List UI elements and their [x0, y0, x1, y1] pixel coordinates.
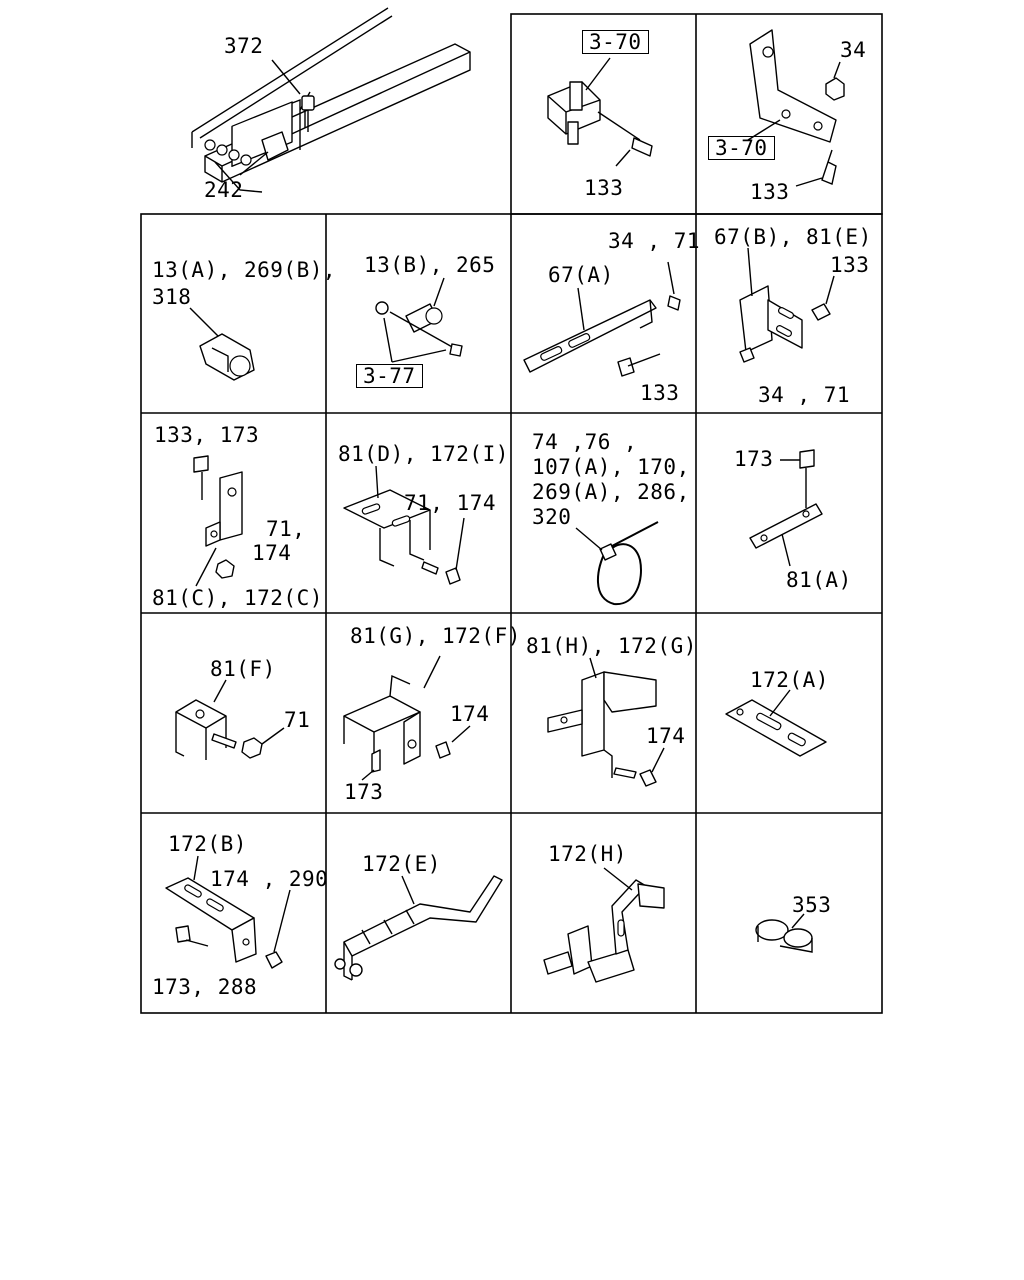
strap-bracket-drawing: [523, 261, 681, 377]
part-label: 81(F): [210, 657, 276, 681]
clamp-ring-drawing: [755, 913, 813, 953]
part-label: 133: [750, 180, 790, 204]
l-bracket-drawing: [739, 247, 835, 363]
part-label: 74 ,76 ,: [532, 430, 638, 454]
part-label: 13(A), 269(B),: [152, 258, 337, 282]
part-label: 81(G), 172(F): [350, 624, 521, 648]
part-label: 172(H): [548, 842, 627, 866]
part-label: 173: [344, 780, 384, 804]
part-label: 174: [252, 541, 292, 565]
part-label: 13(B), 265: [364, 253, 496, 277]
part-label: 242: [204, 178, 244, 202]
part-label: 318: [152, 285, 192, 309]
part-label: 71,: [266, 517, 306, 541]
channel-bracket-drawing: [343, 465, 465, 585]
part-label: 172(B): [168, 832, 247, 856]
part-label: 81(H), 172(G): [526, 634, 697, 658]
clip-with-nut-drawing: [375, 277, 463, 363]
part-label: 174: [450, 702, 490, 726]
bracket-drawing: [747, 29, 845, 187]
long-bracket-drawing: [334, 875, 503, 981]
part-ref-box: 3-70: [582, 30, 649, 54]
part-label: 353: [792, 893, 832, 917]
part-label: 133: [830, 253, 870, 277]
slotted-plate-drawing: [725, 689, 827, 757]
cable-tie-drawing: [575, 521, 659, 606]
offset-bracket-drawing: [165, 855, 291, 969]
part-label: 269(A), 286,: [532, 480, 690, 504]
part-label: 172(A): [750, 668, 829, 692]
part-label: 133: [640, 381, 680, 405]
u-bracket-drawing: [175, 679, 285, 760]
part-label: 173, 288: [152, 975, 258, 999]
z-bracket-drawing: [547, 657, 665, 787]
grid: [140, 13, 883, 1014]
angle-bracket-drawing: [193, 455, 243, 587]
part-label: 34: [840, 38, 867, 62]
part-label: 372: [224, 34, 264, 58]
part-label: 174: [646, 724, 686, 748]
part-label: 174 , 290: [210, 867, 329, 891]
part-label: 34 , 71: [608, 229, 701, 253]
formed-bracket-drawing: [343, 655, 471, 781]
part-label: 81(A): [786, 568, 852, 592]
part-label: 107(A), 170,: [532, 455, 690, 479]
part-ref-box: 3-77: [356, 364, 423, 388]
part-label: 81(D), 172(I): [338, 442, 509, 466]
part-label: 133, 173: [154, 423, 260, 447]
stepped-bracket-drawing: [543, 867, 665, 983]
part-label: 173: [734, 447, 774, 471]
flat-bar-drawing: [749, 449, 823, 567]
part-label: 320: [532, 505, 572, 529]
part-label: 133: [584, 176, 624, 200]
clamp-drawing: [547, 57, 653, 167]
frame-rail-drawing: [191, 7, 471, 193]
part-label: 71: [284, 708, 311, 732]
part-label: 172(E): [362, 852, 441, 876]
part-label: 67(B), 81(E): [714, 225, 872, 249]
part-label: 34 , 71: [758, 383, 851, 407]
part-label: 81(C), 172(C): [152, 586, 323, 610]
part-label: 67(A): [548, 263, 614, 287]
clip-drawing: [189, 307, 255, 381]
part-label: 71, 174: [404, 491, 497, 515]
part-ref-box: 3-70: [708, 136, 775, 160]
